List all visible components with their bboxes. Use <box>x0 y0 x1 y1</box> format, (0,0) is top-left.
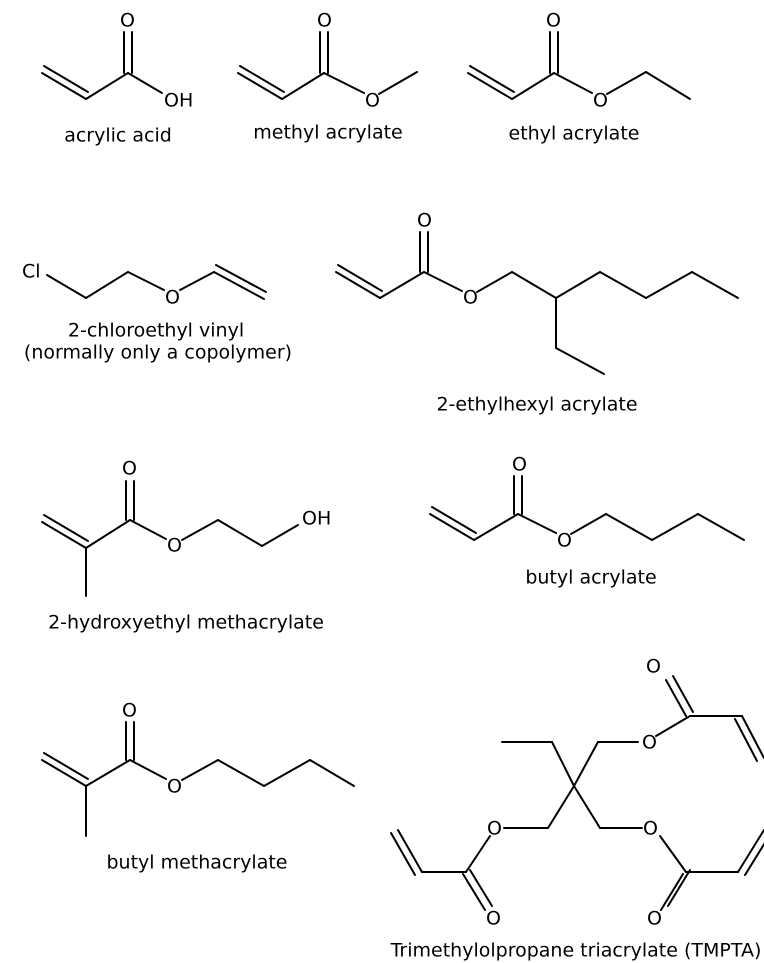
bonds <box>41 721 355 837</box>
bonds <box>390 675 764 911</box>
atom-o-ether: O <box>165 287 180 309</box>
structure-butyl-acrylate: O O butyl acrylate <box>429 454 745 589</box>
caption-chloroethyl-vinyl-line2: (normally only a copolymer) <box>24 342 292 364</box>
atom-o-ester: O <box>463 287 478 309</box>
structure-methyl-acrylate: O O methyl acrylate <box>237 10 418 144</box>
bonds <box>335 231 739 375</box>
structure-tmpta: O O O O O O Trimethylolpropane triacryla… <box>390 656 764 962</box>
atom-o-carbonyl-right: O <box>647 908 662 930</box>
atom-o-ester-right: O <box>643 818 658 840</box>
structure-ethylhexyl-acrylate: O O 2-ethylhexyl acrylate <box>335 210 739 416</box>
caption-chloroethyl-vinyl-line1: 2-chloroethyl vinyl <box>68 320 244 342</box>
atom-o-ester-left: O <box>487 818 502 840</box>
caption-acrylic-acid: acrylic acid <box>64 125 172 147</box>
caption-butyl-acrylate: butyl acrylate <box>525 567 656 589</box>
caption-ethyl-acrylate: ethyl acrylate <box>509 123 640 145</box>
bonds <box>46 264 267 300</box>
caption-tmpta: Trimethylolpropane triacrylate (TMPTA) <box>390 940 762 962</box>
atom-o-carbonyl: O <box>122 458 137 480</box>
atom-cl: Cl <box>22 261 41 283</box>
atom-o-carbonyl: O <box>546 10 561 32</box>
atom-o-carbonyl-left: O <box>486 908 501 930</box>
atom-o-ester: O <box>593 90 608 112</box>
atom-o-carbonyl: O <box>317 10 332 32</box>
atom-o-carbonyl: O <box>120 10 135 32</box>
atom-o-ester-top: O <box>642 732 657 754</box>
bonds <box>41 480 299 597</box>
atom-oh: OH <box>302 508 331 530</box>
structure-ethyl-acrylate: O O ethyl acrylate <box>467 10 691 145</box>
atom-o-carbonyl-top: O <box>646 656 661 678</box>
bonds <box>429 475 745 541</box>
caption-methyl-acrylate: methyl acrylate <box>253 122 402 144</box>
structure-acrylic-acid: O OH acrylic acid <box>41 10 193 147</box>
atom-oh: OH <box>164 90 193 112</box>
caption-hydroxyethyl-methacrylate: 2-hydroxyethyl methacrylate <box>48 612 324 634</box>
structure-hydroxyethyl-methacrylate: O O OH 2-hydroxyethyl methacrylate <box>41 458 331 634</box>
bonds <box>467 31 691 100</box>
atom-o-ester: O <box>167 535 182 557</box>
atom-o-ester: O <box>365 90 380 112</box>
atom-o-carbonyl: O <box>417 210 432 232</box>
atom-o-carbonyl: O <box>122 700 137 722</box>
caption-butyl-methacrylate: butyl methacrylate <box>106 852 287 874</box>
atom-o-ester: O <box>557 530 572 552</box>
atom-o-ester: O <box>167 776 182 798</box>
bonds <box>41 31 163 100</box>
bonds <box>237 31 418 100</box>
caption-ethylhexyl-acrylate: 2-ethylhexyl acrylate <box>436 394 637 416</box>
structure-chloroethyl-vinyl: Cl O 2-chloroethyl vinyl (normally only … <box>22 261 292 364</box>
atom-o-carbonyl: O <box>512 454 527 476</box>
structure-butyl-methacrylate: O O butyl methacrylate <box>41 700 355 874</box>
